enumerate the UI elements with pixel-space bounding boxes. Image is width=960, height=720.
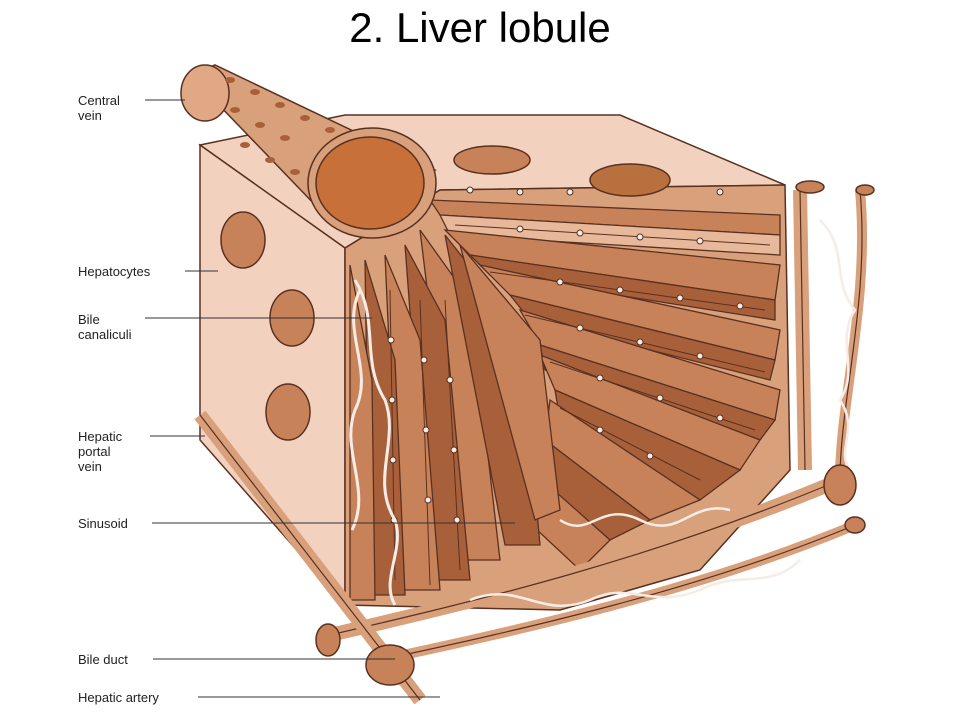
label-leader-lines xyxy=(145,99,515,698)
label-bile-duct: Bile duct xyxy=(78,652,128,667)
canaliculus-node xyxy=(716,414,724,422)
canaliculus-node xyxy=(387,336,395,344)
canaliculus-node xyxy=(576,229,584,237)
canaliculus-node xyxy=(566,188,574,196)
top-hole-1 xyxy=(453,145,531,175)
canaliculus-node xyxy=(453,516,461,524)
canaliculus-node xyxy=(388,396,396,404)
label-hepatic-artery: Hepatic artery xyxy=(78,690,159,705)
slide-title: 2. Liver lobule xyxy=(349,4,611,51)
canaliculus-node xyxy=(556,278,564,286)
portal-vein-cross-section-right xyxy=(823,464,857,506)
hepatocyte-plates xyxy=(349,199,781,601)
label-hepatocytes: Hepatocytes xyxy=(78,264,151,279)
canaliculus-node xyxy=(656,394,664,402)
portal-vein-cross-section-left xyxy=(315,623,341,657)
canaliculus-node xyxy=(576,324,584,332)
bile-ductule-network xyxy=(349,279,399,606)
portal-hole-3 xyxy=(265,383,311,441)
vessel-end-top-right-1 xyxy=(795,180,825,194)
canaliculus-node xyxy=(716,188,724,196)
canaliculus-node xyxy=(646,452,654,460)
canaliculus-node xyxy=(516,188,524,196)
canaliculus-node xyxy=(696,352,704,360)
central-vein xyxy=(180,64,437,239)
plate xyxy=(459,244,561,521)
canaliculus-node xyxy=(596,426,604,434)
canaliculus-node xyxy=(389,456,397,464)
canaliculus-node xyxy=(466,186,474,194)
canaliculus-node xyxy=(636,338,644,346)
vessel-end-top-right-2 xyxy=(855,184,875,196)
top-hole-2 xyxy=(589,163,671,197)
canaliculus-node xyxy=(696,237,704,245)
capillary-network xyxy=(469,219,857,607)
label-bile-canaliculi: Bile canaliculi xyxy=(78,312,132,342)
label-central-vein: Central vein xyxy=(78,93,120,123)
canaliculus-node xyxy=(450,446,458,454)
canaliculus-node xyxy=(596,374,604,382)
bile-duct-cross-section xyxy=(365,644,415,686)
canaliculus-node xyxy=(446,376,454,384)
canaliculus-node xyxy=(516,225,524,233)
canaliculus-node xyxy=(420,356,428,364)
canaliculus-node xyxy=(676,294,684,302)
canaliculus-node xyxy=(424,496,432,504)
portal-hole-1 xyxy=(220,211,266,269)
canaliculus-node xyxy=(636,233,644,241)
artery-cross-section-right xyxy=(844,516,866,534)
label-sinusoid: Sinusoid xyxy=(78,516,128,531)
canaliculus-node xyxy=(736,302,744,310)
canaliculus-node xyxy=(616,286,624,294)
canaliculus-node xyxy=(422,426,430,434)
label-hepatic-portal-vein: Hepatic portal vein xyxy=(78,429,123,474)
